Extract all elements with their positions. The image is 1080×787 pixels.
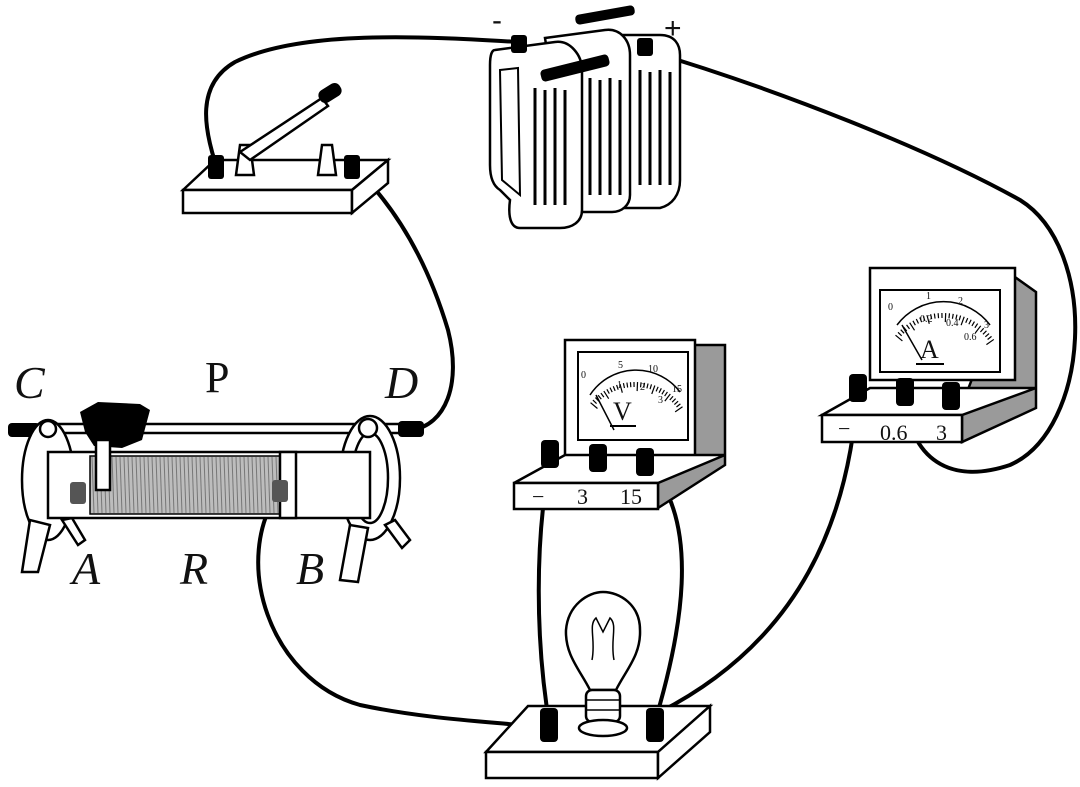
ammeter-scale-0: 0 bbox=[888, 302, 893, 313]
sliding-rheostat bbox=[8, 402, 424, 584]
switch-left-terminal[interactable] bbox=[208, 155, 224, 179]
knife-switch[interactable] bbox=[179, 81, 392, 216]
voltmeter-15-terminal[interactable] bbox=[636, 448, 654, 476]
voltmeter-symbol: V bbox=[613, 397, 632, 426]
battery-plus-terminal[interactable] bbox=[637, 38, 653, 56]
battery-plus-label: + bbox=[664, 12, 682, 45]
wire-switch-to-rheostat-d bbox=[350, 163, 455, 432]
terminal-b[interactable] bbox=[272, 480, 288, 502]
ammeter-terminal-0.6-label: 0.6 bbox=[880, 420, 908, 445]
ammeter-scale-0.2: 0.2 bbox=[920, 314, 933, 325]
label-r: R bbox=[179, 543, 208, 594]
voltmeter-scale-1: 1 bbox=[617, 380, 622, 391]
ammeter-terminal-minus-label: − bbox=[838, 416, 850, 441]
wire-battery-to-switch bbox=[204, 35, 520, 164]
label-a: A bbox=[69, 543, 101, 594]
battery-minus-label: - bbox=[492, 4, 502, 37]
ammeter-scale-0.4: 0.4 bbox=[946, 318, 959, 329]
wire-rheostat-b-to-lamp bbox=[256, 488, 550, 730]
ammeter-scale-3: 3 bbox=[984, 320, 989, 331]
voltmeter-3-terminal[interactable] bbox=[589, 444, 607, 472]
voltmeter-terminal-minus-label: − bbox=[532, 484, 544, 509]
voltmeter: 0 5 10 15 1 2 3 V − 3 15 bbox=[512, 338, 727, 511]
battery-minus-terminal[interactable] bbox=[511, 35, 527, 53]
ammeter-scale-0.6: 0.6 bbox=[964, 332, 977, 343]
wire-battery-to-ammeter bbox=[643, 48, 1078, 474]
battery-pack: - + bbox=[488, 4, 682, 230]
voltmeter-scale-15: 15 bbox=[672, 384, 682, 395]
voltmeter-scale-5: 5 bbox=[618, 360, 623, 371]
light-bulb bbox=[483, 590, 714, 781]
ammeter-0.6-terminal[interactable] bbox=[896, 378, 914, 406]
ammeter-minus-terminal[interactable] bbox=[849, 374, 867, 402]
label-d: D bbox=[384, 357, 418, 408]
voltmeter-terminal-3-label: 3 bbox=[577, 484, 588, 509]
ammeter-terminal-3-label: 3 bbox=[936, 420, 947, 445]
voltmeter-scale-3: 3 bbox=[658, 395, 663, 406]
label-b: B bbox=[296, 543, 324, 594]
ammeter-symbol: A bbox=[920, 335, 939, 364]
voltmeter-minus-terminal[interactable] bbox=[541, 440, 559, 468]
ammeter: 0 1 2 3 0.2 0.4 0.6 A − 0.6 3 bbox=[817, 266, 1038, 445]
slider-p[interactable] bbox=[80, 402, 150, 492]
ammeter-scale-1: 1 bbox=[926, 291, 931, 302]
terminal-a[interactable] bbox=[70, 482, 86, 504]
voltmeter-scale-2: 2 bbox=[640, 382, 645, 393]
ammeter-scale-2: 2 bbox=[958, 296, 963, 307]
voltmeter-scale-10: 10 bbox=[648, 364, 658, 375]
terminal-d[interactable] bbox=[398, 421, 424, 437]
label-c: C bbox=[14, 357, 46, 408]
ammeter-3-terminal[interactable] bbox=[942, 382, 960, 410]
switch-right-terminal[interactable] bbox=[344, 155, 360, 179]
label-p: P bbox=[205, 353, 229, 402]
ammeter-needle bbox=[901, 324, 923, 361]
lamp-left-terminal[interactable] bbox=[540, 708, 558, 742]
voltmeter-terminal-15-label: 15 bbox=[620, 484, 642, 509]
voltmeter-needle bbox=[595, 394, 615, 431]
lamp-right-terminal[interactable] bbox=[646, 708, 664, 742]
voltmeter-scale-0: 0 bbox=[581, 370, 586, 381]
